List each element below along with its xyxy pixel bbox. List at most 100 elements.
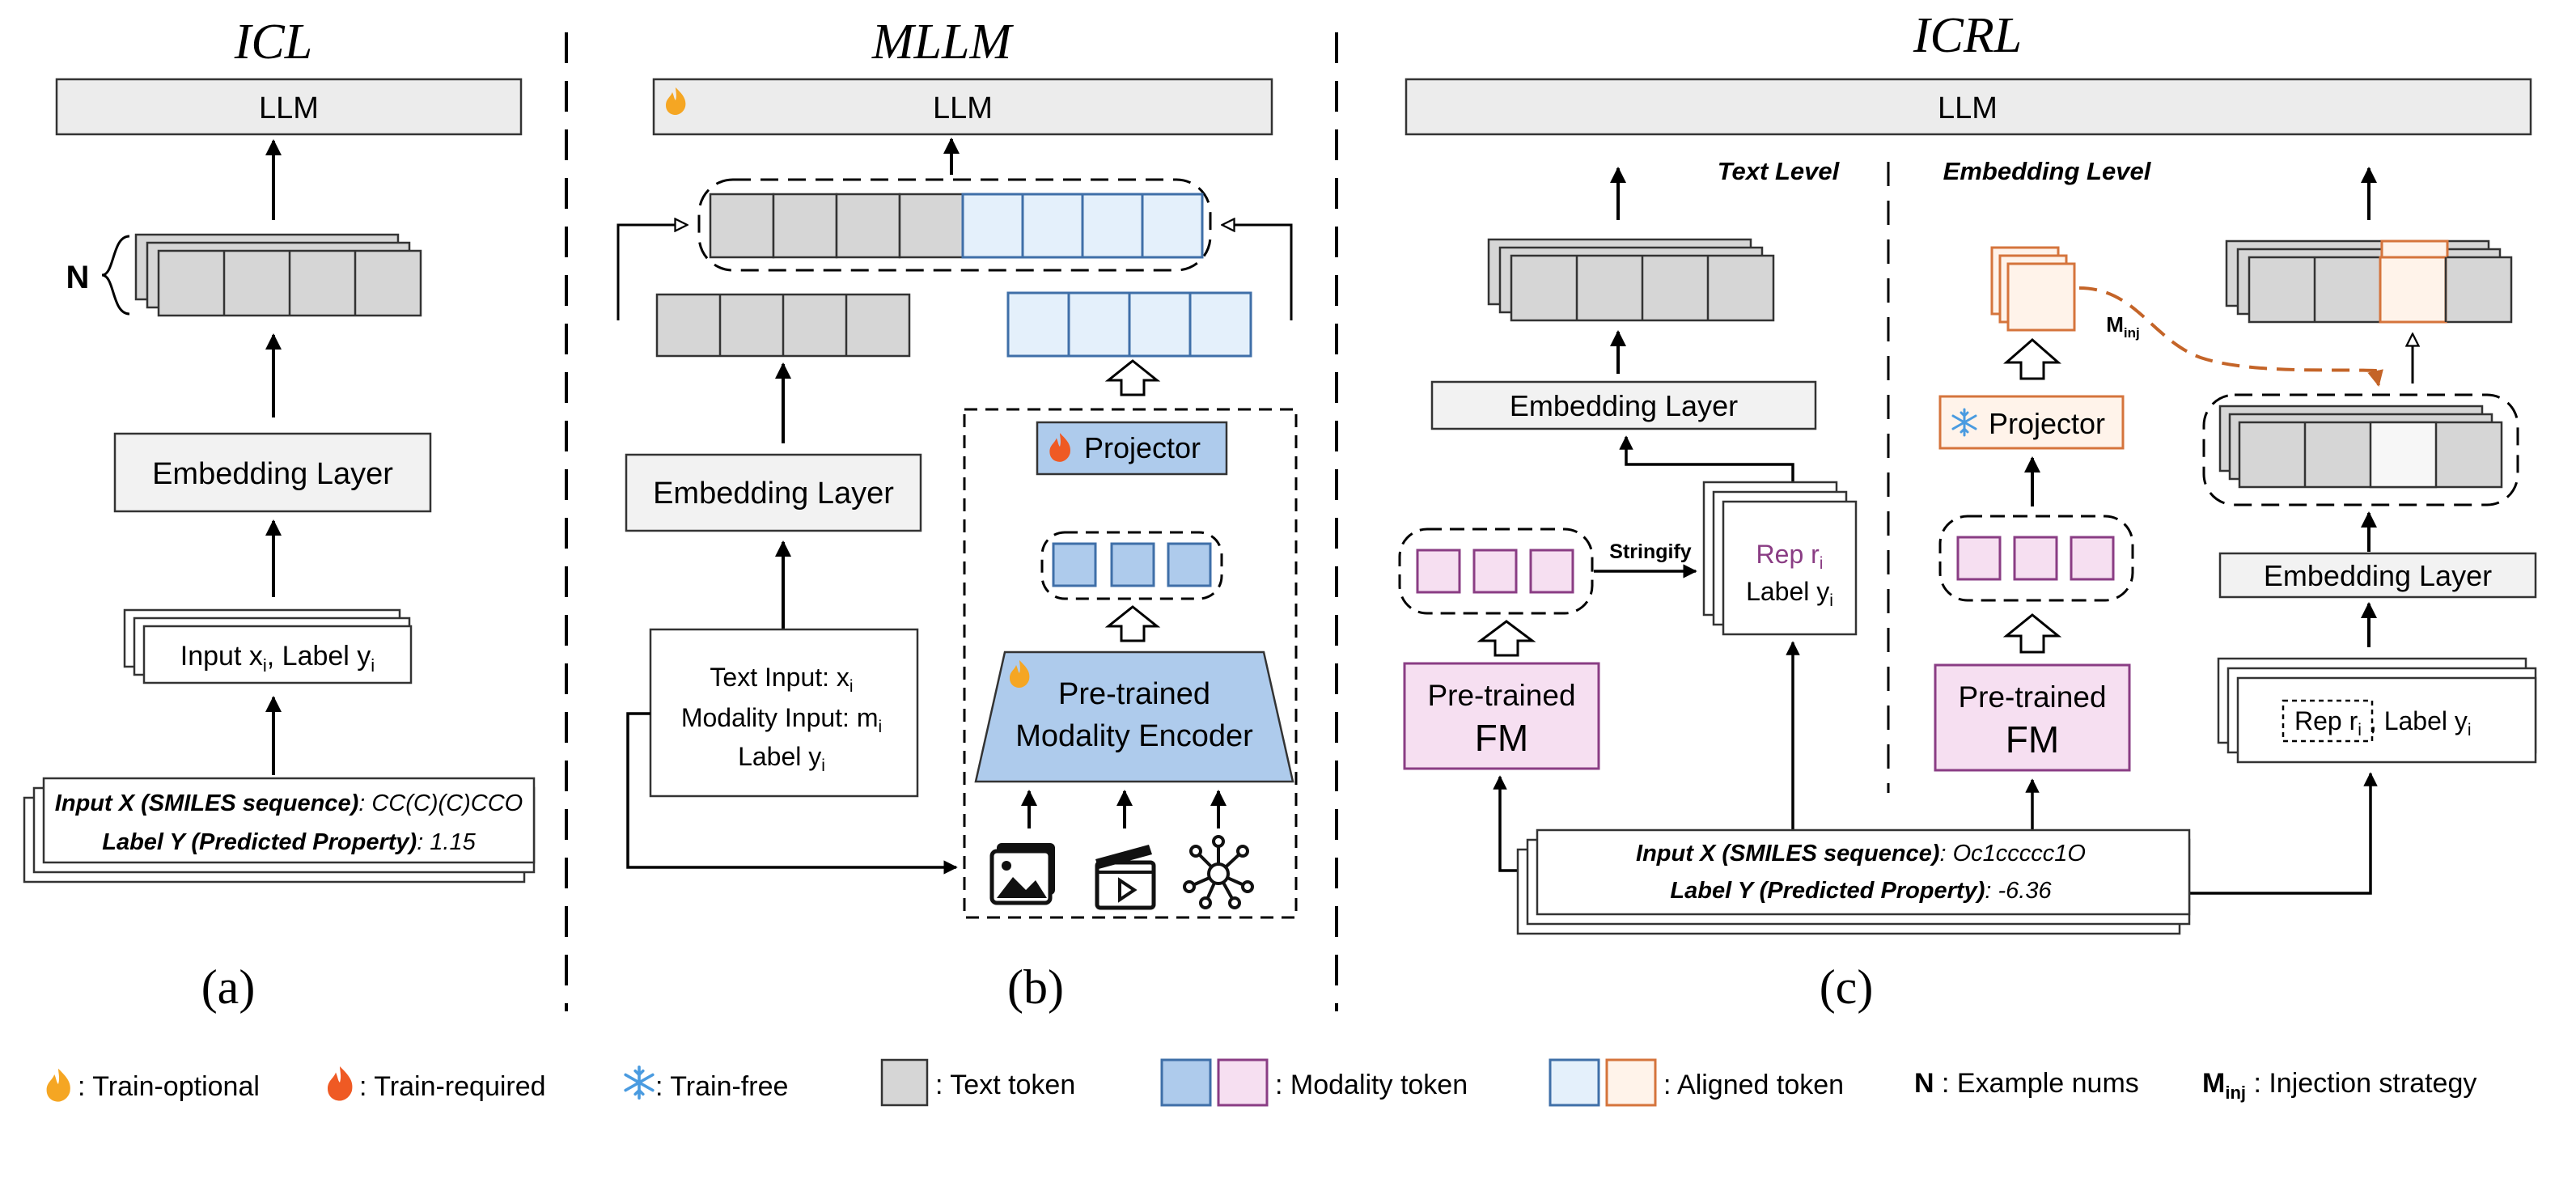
- icl-embedding-label: Embedding Layer: [152, 457, 393, 491]
- icrl-data-to-rep-input-arrow: [2189, 772, 2378, 895]
- icrl-text-modality-tokens: [1416, 549, 1574, 594]
- panel-icrl: ICRL LLM Text Level Embedding Level Embe…: [1398, 8, 2537, 1014]
- icrl-emb-modality-group: [1938, 515, 2134, 602]
- legend-modality-token: : Modality token: [1275, 1070, 1468, 1100]
- legend-train-required-icon: [328, 1066, 353, 1101]
- icrl-emb-fm-line1: Pre-trained: [1958, 680, 2106, 714]
- icl-input-text: Input xi, Label yi: [180, 641, 375, 676]
- icl-input-label-stack: [123, 608, 413, 684]
- icrl-text-fm-box: [1403, 662, 1600, 770]
- legend-train-optional: : Train-optional: [78, 1071, 260, 1102]
- mllm-modality-input: Modality Input: mi: [681, 703, 882, 736]
- icl-data-line1: Input X (SMILES sequence): CC(C)(C)CCO: [55, 790, 523, 816]
- mllm-text-tokens: [655, 293, 911, 358]
- icrl-emb-token-stack: [2218, 405, 2503, 489]
- legend-aligned-blue-swatch: [1549, 1058, 1600, 1107]
- legend-train-free: : Train-free: [655, 1071, 788, 1102]
- icrl-label-text: Label yi: [1746, 577, 1833, 610]
- mllm-concat-tokens: [709, 193, 1204, 259]
- graph-icon: [1183, 835, 1254, 909]
- icl-n-label: N: [66, 260, 90, 295]
- icrl-caption: (c): [1820, 960, 1874, 1014]
- image-icon: [989, 843, 1055, 905]
- icrl-emb-fm-box: [1934, 663, 2131, 772]
- icl-title: ICL: [234, 15, 312, 70]
- mllm-encoder-trapezoid: [974, 650, 1294, 783]
- icl-llm-label: LLM: [259, 91, 319, 125]
- icl-data-stack: [23, 777, 536, 884]
- icrl-text-fm-up-arrow: [1477, 620, 1536, 657]
- icrl-llm-box: [1405, 78, 2532, 136]
- mllm-encoder-up-arrow: [1104, 605, 1161, 642]
- icrl-projector-box: [1938, 395, 2125, 450]
- icrl-text-fm-line2: FM: [1475, 717, 1528, 759]
- icrl-emb-modality-tokens: [1956, 536, 2115, 581]
- panel-icl: ICL LLM N Embedding Layer Input xi, Labe…: [23, 15, 536, 1014]
- icrl-projector-label: Projector: [1989, 407, 2105, 440]
- legend-train-optional-icon: [46, 1068, 70, 1102]
- legend-minj: Minj : Injection strategy: [2202, 1068, 2476, 1103]
- icrl-emb-embedding-box: [2218, 552, 2537, 599]
- icl-data-line2: Label Y (Predicted Property): 1.15: [102, 829, 476, 855]
- panel-mllm: MLLM LLM: [616, 15, 1298, 1014]
- legend-train-free-icon: [624, 1066, 655, 1100]
- legend-text-token-swatch: [880, 1058, 929, 1107]
- mllm-caption: (b): [1007, 960, 1064, 1014]
- mllm-aligned-tokens: [1006, 291, 1252, 358]
- icrl-text-embedding-label: Embedding Layer: [1510, 389, 1738, 422]
- mllm-label: Label yi: [738, 742, 825, 775]
- legend-aligned-token: : Aligned token: [1663, 1070, 1844, 1100]
- icrl-emb-fm-up-arrow: [2002, 613, 2062, 654]
- mllm-llm-label: LLM: [933, 91, 993, 125]
- icrl-text-modality-group: [1398, 528, 1594, 615]
- icrl-emb-token-group: [2202, 393, 2519, 506]
- mllm-projector-up-arrow: [1104, 359, 1161, 396]
- mllm-text-input: Text Input: xi: [710, 663, 853, 696]
- icl-caption: (a): [201, 960, 256, 1014]
- legend-aligned-orange-swatch: [1605, 1058, 1657, 1107]
- legend-train-required: : Train-required: [359, 1071, 546, 1102]
- mllm-llm-box: [652, 78, 1273, 136]
- legend-modality-blue-swatch: [1160, 1058, 1212, 1107]
- icrl-rep-dashed-box: [2282, 699, 2374, 743]
- icrl-output-token-stack: [2225, 239, 2513, 324]
- video-icon: [1095, 845, 1156, 910]
- icrl-injection-arrow: [2078, 286, 2383, 387]
- mllm-encoder-line2: Modality Encoder: [1015, 719, 1253, 753]
- mllm-embedding-label: Embedding Layer: [653, 477, 894, 511]
- icrl-text-fm-line1: Pre-trained: [1427, 679, 1575, 712]
- mllm-modality-tokens: [1052, 542, 1212, 587]
- mllm-embedding-box: [625, 453, 922, 532]
- icrl-data-line2: Label Y (Predicted Property): -6.36: [1670, 878, 2052, 904]
- icrl-minj-label: Minj: [2106, 312, 2140, 341]
- mllm-encoder-line1: Pre-trained: [1058, 677, 1210, 711]
- icrl-text-embedding-box: [1430, 380, 1817, 430]
- icrl-rep-text: Rep ri: [1756, 540, 1824, 573]
- icrl-emb-embedding-label: Embedding Layer: [2264, 559, 2492, 592]
- icl-n-brace: [101, 235, 130, 316]
- icrl-rep-to-embedding-arrow: [1619, 435, 1794, 497]
- icrl-stringify-label: Stringify: [1609, 540, 1691, 563]
- icl-embedding-box: [113, 432, 432, 513]
- icrl-emb-fm-line2: FM: [2006, 718, 2059, 761]
- icrl-text-token-stack: [1487, 238, 1775, 322]
- icrl-data-line1: Input X (SMILES sequence): Oc1ccccc1O: [1636, 841, 2086, 867]
- icrl-title: ICRL: [1913, 8, 2022, 63]
- icrl-projector-up-arrow: [2003, 338, 2061, 380]
- mllm-modality-token-group: [1040, 531, 1223, 600]
- legend-modality-pink-swatch: [1217, 1058, 1269, 1107]
- mllm-title: MLLM: [871, 15, 1015, 70]
- legend-n: N : Example nums: [1914, 1068, 2139, 1099]
- mllm-projector-label: Projector: [1084, 431, 1201, 464]
- icl-token-stack: [134, 233, 422, 317]
- icrl-aligned-orange-stack: [1990, 246, 2076, 332]
- mllm-input-to-encoder-arrow: [626, 712, 958, 875]
- mllm-left-loop-arrow: [616, 225, 686, 320]
- icrl-data-stack: [1516, 828, 2191, 935]
- icrl-llm-label: LLM: [1938, 91, 1998, 125]
- icrl-embedding-level-label: Embedding Level: [1943, 157, 2152, 185]
- icl-llm-box: [55, 78, 523, 136]
- mllm-right-loop-arrow: [1223, 225, 1293, 320]
- legend-text-token: : Text token: [935, 1070, 1075, 1100]
